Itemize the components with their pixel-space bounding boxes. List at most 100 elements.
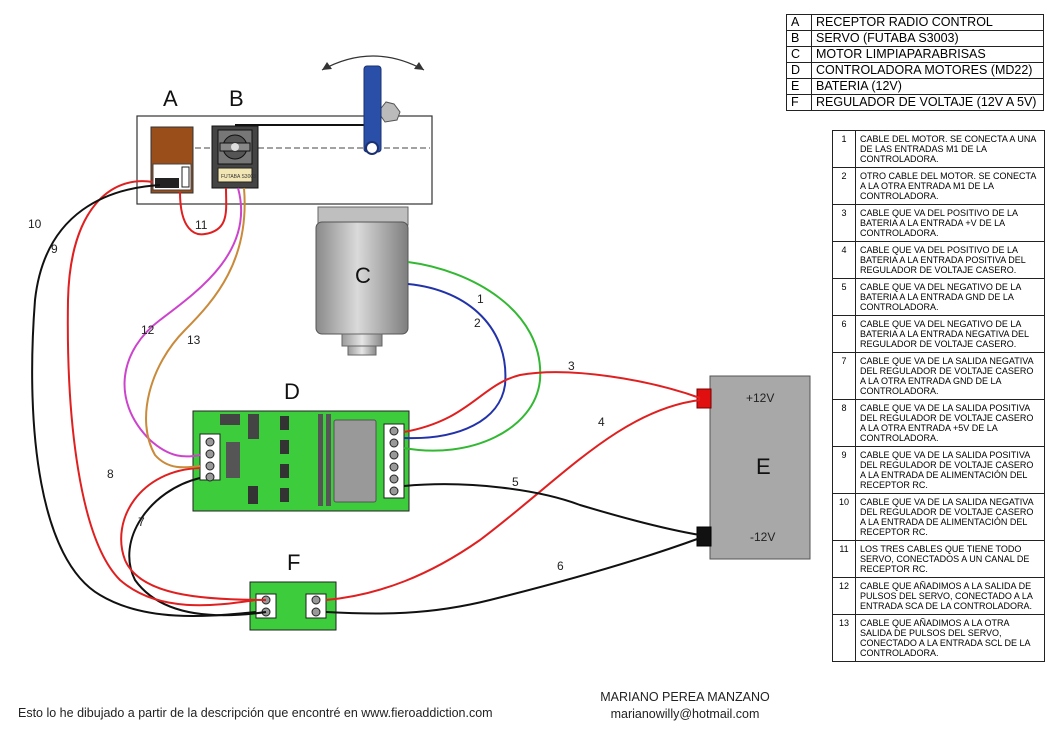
wire-number-5: 5: [512, 475, 519, 489]
cable-desc: CABLE QUE VA DEL POSITIVO DE LA BATERIA …: [855, 241, 1045, 279]
cable-number: 6: [832, 315, 856, 353]
wire-6: [325, 537, 701, 615]
cable-number: 4: [832, 241, 856, 279]
component-desc: RECEPTOR RADIO CONTROL: [811, 14, 1044, 31]
label-d: D: [284, 379, 300, 404]
servo: [211, 125, 259, 189]
cable-number: 9: [832, 446, 856, 494]
author-name: MARIANO PEREA MANZANO: [600, 690, 770, 704]
author-email: marianowilly@hotmail.com: [610, 707, 760, 721]
wire-13: [145, 187, 246, 469]
wire-10: [31, 184, 257, 618]
cable-desc: CABLE QUE VA DE LA SALIDA NEGATIVA DEL R…: [855, 352, 1045, 400]
motor-controller-board: [192, 410, 410, 512]
wire-number-7: 7: [138, 515, 145, 529]
wiper-pivot: [365, 141, 379, 155]
wire-5: [403, 483, 701, 536]
cable-number: 1: [832, 130, 856, 168]
wiper-arm: [363, 65, 382, 153]
wire-number-4: 4: [598, 415, 605, 429]
cable-desc: LOS TRES CABLES QUE TIENE TODO SERVO, CO…: [855, 540, 1045, 578]
wire-12: [123, 187, 243, 458]
wire-9: [66, 180, 257, 607]
cable-desc: CABLE QUE VA DE LA SALIDA POSITIVA DEL R…: [855, 399, 1045, 447]
cable-number: 5: [832, 278, 856, 316]
cable-desc: CABLE QUE VA DEL POSITIVO DE LA BATERIA …: [855, 204, 1045, 242]
wire-1: [403, 261, 542, 452]
cable-desc: CABLE QUE AÑADIMOS A LA OTRA SALIDA DE P…: [855, 614, 1045, 662]
wire-3: [403, 371, 701, 433]
wire-number-8: 8: [107, 467, 114, 481]
servo-model-label: FUTABA S3003: [221, 174, 256, 180]
label-a: A: [163, 86, 178, 111]
label-e: E: [756, 454, 771, 479]
wire-number-12: 12: [141, 323, 155, 337]
cable-desc: CABLE QUE VA DE LA SALIDA NEGATIVA DEL R…: [855, 493, 1045, 541]
wire-number-13: 13: [187, 333, 201, 347]
rotation-arrow-right: [414, 62, 424, 70]
cable-desc: CABLE QUE VA DE LA SALIDA POSITIVA DEL R…: [855, 446, 1045, 494]
battery-negative-label: -12V: [750, 530, 775, 544]
component-desc: BATERIA (12V): [811, 78, 1044, 95]
wire-number-3: 3: [568, 359, 575, 373]
cable-desc: CABLE QUE VA DEL NEGATIVO DE LA BATERIA …: [855, 315, 1045, 353]
credit-text: Esto lo he dibujado a partir de la descr…: [18, 706, 493, 720]
wire-2: [403, 283, 507, 440]
wire-number-10: 10: [28, 217, 42, 231]
wire-number-9: 9: [51, 242, 58, 256]
wire-11: [179, 187, 228, 236]
crank-bracket: [377, 101, 401, 123]
wiper-motor: [315, 206, 409, 356]
wire-number-11: 11: [195, 218, 208, 232]
cable-desc: CABLE QUE VA DEL NEGATIVO DE LA BATERIA …: [855, 278, 1045, 316]
component-desc: CONTROLADORA MOTORES (MD22): [811, 62, 1044, 79]
component-code: A: [786, 14, 812, 31]
cable-number: 11: [832, 540, 856, 578]
wire-number-1: 1: [477, 292, 484, 306]
cable-number: 3: [832, 204, 856, 242]
battery-positive-label: +12V: [746, 391, 774, 405]
cable-number: 7: [832, 352, 856, 400]
component-desc: MOTOR LIMPIAPARABRISAS: [811, 46, 1044, 63]
cable-number: 12: [832, 577, 856, 615]
component-code: C: [786, 46, 812, 63]
label-b: B: [229, 86, 244, 111]
component-code: E: [786, 78, 812, 95]
rotation-arc: [321, 55, 425, 71]
component-desc: REGULADOR DE VOLTAJE (12V A 5V): [811, 94, 1044, 111]
component-code: F: [786, 94, 812, 111]
wire-number-2: 2: [474, 316, 481, 330]
cable-number: 8: [832, 399, 856, 447]
wire-8: [120, 467, 267, 601]
rc-receiver: [150, 126, 194, 194]
component-code: B: [786, 30, 812, 47]
component-code: D: [786, 62, 812, 79]
rotation-arrow-left: [322, 62, 332, 70]
battery: [696, 375, 811, 560]
cable-desc: CABLE QUE AÑADIMOS A LA SALIDA DE PULSOS…: [855, 577, 1045, 615]
label-f: F: [287, 550, 300, 575]
wire-4: [325, 399, 701, 601]
voltage-regulator-board: [249, 581, 337, 631]
component-desc: SERVO (FUTABA S3003): [811, 30, 1044, 47]
cable-desc: CABLE DEL MOTOR. SE CONECTA A UNA DE LAS…: [855, 130, 1045, 168]
label-c: C: [355, 263, 371, 288]
cable-number: 13: [832, 614, 856, 662]
